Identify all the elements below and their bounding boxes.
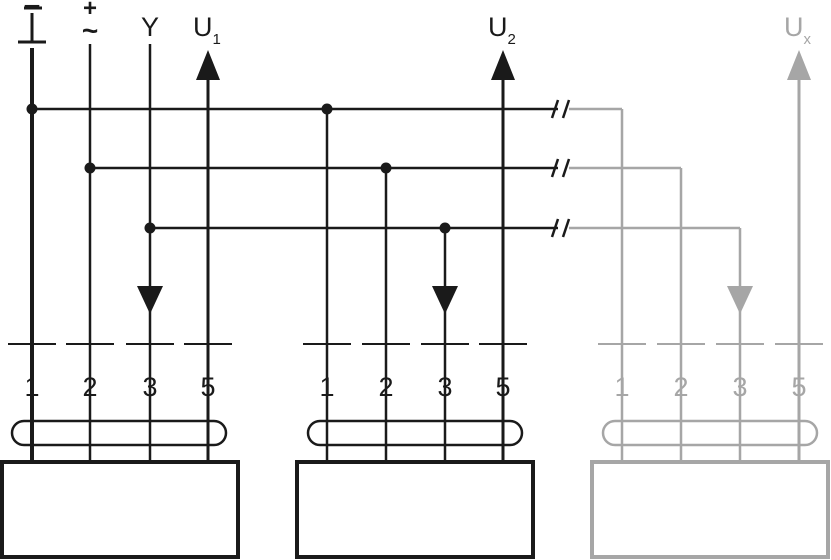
terminal-labels: 1 2 3 5 1 2 3 5 1 2 3 5	[24, 372, 806, 402]
u2-label: U2	[488, 12, 516, 48]
plus-label: +	[83, 0, 97, 22]
u1-label: U1	[193, 12, 221, 48]
main-circuit	[0, 6, 571, 559]
ghost-circuit	[569, 78, 830, 559]
cable-sheath-a3	[601, 419, 819, 447]
junction-dot	[84, 162, 96, 174]
arrow-down-icon	[432, 286, 458, 314]
arrow-down-icon	[727, 286, 753, 314]
actuator-box-3	[590, 460, 830, 559]
cable-sheath-a2	[306, 419, 524, 447]
y-label: Y	[141, 12, 159, 42]
junction-dot	[26, 103, 38, 115]
terminal-label: 2	[82, 372, 97, 402]
terminal-label: 2	[673, 372, 688, 402]
ux-label: Ux	[784, 12, 812, 48]
cable-sheath-a1	[10, 419, 228, 447]
terminal-label: 3	[437, 372, 452, 402]
arrow-up-icon	[196, 50, 220, 80]
actuator-box-2	[295, 460, 535, 559]
junction-dot	[380, 162, 392, 174]
ground-icon	[18, 6, 46, 44]
actuator-box-1	[0, 460, 240, 559]
terminal-label: 1	[24, 372, 39, 402]
junction-dot	[439, 222, 451, 234]
ghost-arrows	[727, 50, 811, 314]
arrow-down-icon	[137, 286, 163, 314]
terminal-label: 2	[378, 372, 393, 402]
terminal-label: 5	[200, 372, 215, 402]
junction-dots	[26, 103, 451, 234]
terminal-label: 5	[495, 372, 510, 402]
arrow-up-icon	[491, 50, 515, 80]
terminal-label: 1	[319, 372, 334, 402]
terminal-label: 3	[732, 372, 747, 402]
junction-dot	[144, 222, 156, 234]
tilde-label: ~	[82, 15, 98, 46]
top-labels: − + ~ Y U1 U2 Ux	[23, 0, 811, 48]
main-arrows	[137, 50, 515, 314]
minus-label: −	[23, 0, 41, 23]
break-mark-icon	[550, 99, 571, 238]
terminal-label: 3	[142, 372, 157, 402]
terminal-label: 1	[614, 372, 629, 402]
arrow-up-icon	[787, 50, 811, 80]
terminal-label: 5	[791, 372, 806, 402]
junction-dot	[321, 103, 333, 115]
